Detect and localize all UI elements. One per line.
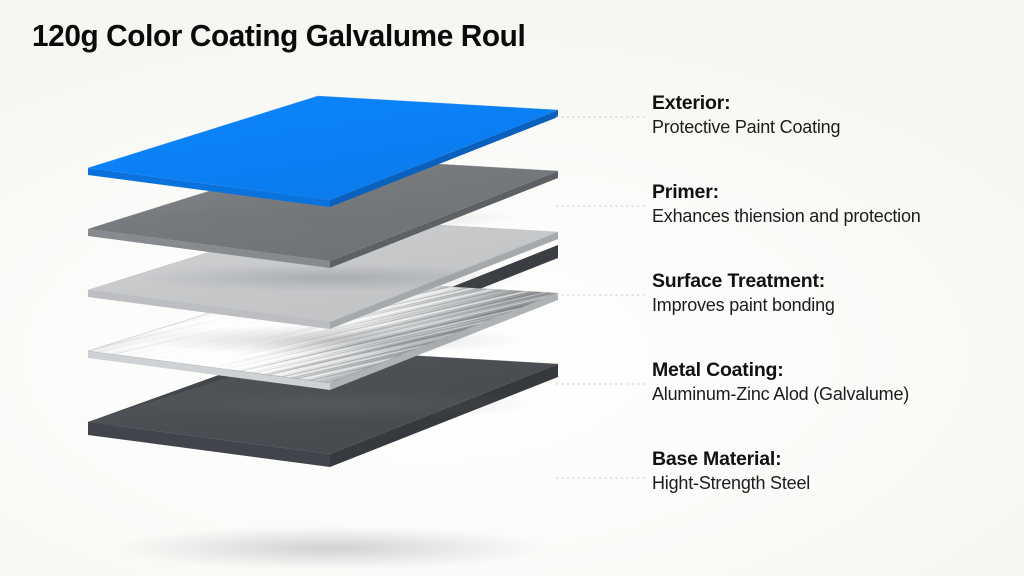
label-desc-surface-treatment: Improves paint bonding [652, 294, 835, 315]
layer-shadow-metal-coating [125, 387, 535, 421]
layer-shadow-surface-treatment [130, 325, 530, 355]
layer-wall-right-exterior [330, 110, 558, 207]
layer-wall-left-primer [88, 229, 330, 268]
label-primer[interactable]: Primer: Exhances thiension and protectio… [652, 181, 921, 228]
label-desc-metal-coating: Aluminum-Zinc Alod (Galvalume) [652, 383, 910, 404]
label-exterior[interactable]: Exterior: Protective Paint Coating [652, 92, 841, 139]
label-metal-coating[interactable]: Metal Coating: Aluminum-Zinc Alod (Galva… [652, 359, 909, 406]
label-title-base-material: Base Material: [652, 448, 782, 470]
label-title-primer: Primer: [652, 181, 719, 203]
layer-wall-left-surface-treatment [88, 290, 330, 329]
layer-wall-left-metal-coating [88, 351, 330, 390]
layer-wall-left-exterior [88, 168, 330, 207]
layer-exterior[interactable] [87, 95, 559, 231]
label-desc-primer: Exhances thiension and protection [652, 205, 921, 226]
layer-wall-left-base-material [88, 422, 330, 467]
leader-lines [556, 116, 645, 479]
label-desc-base-material: Hight-Strength Steel [652, 472, 811, 493]
label-desc-exterior: Protective Paint Coating [652, 116, 841, 137]
label-title-exterior: Exterior: [652, 92, 731, 114]
layer-shadow-primer [135, 264, 525, 292]
label-base-material[interactable]: Base Material: Hight-Strength Steel [652, 448, 810, 495]
page-title: 120g Color Coating Galvalume Roul [32, 18, 526, 53]
label-title-surface-treatment: Surface Treatment: [652, 270, 826, 292]
layer-shadow-base-material [115, 526, 545, 570]
layer-shadow-exterior [140, 205, 520, 231]
label-title-metal-coating: Metal Coating: [652, 359, 784, 381]
layer-outline-exterior [87, 95, 559, 201]
layer-top-exterior [88, 96, 558, 200]
label-surface-treatment[interactable]: Surface Treatment: Improves paint bondin… [652, 270, 835, 317]
